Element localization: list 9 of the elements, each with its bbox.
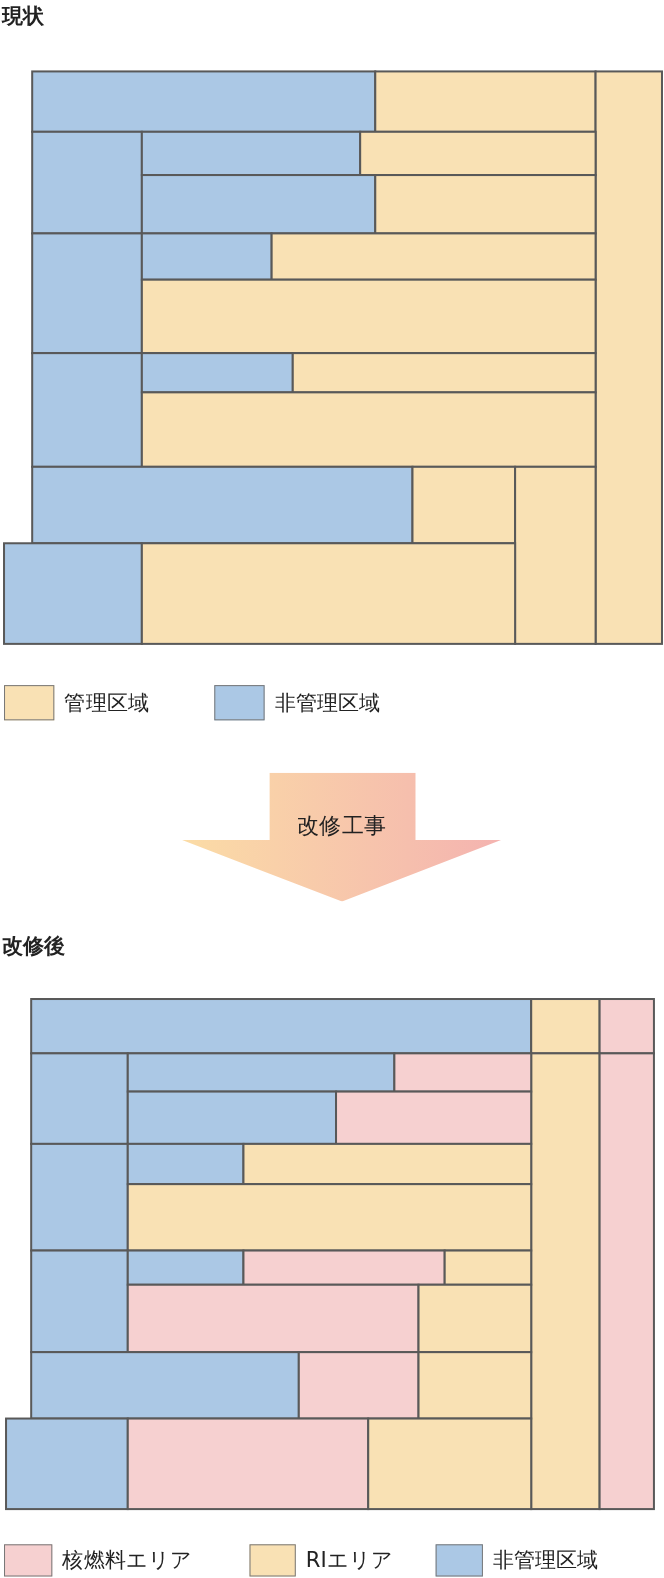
legend-label: 非管理区域 — [274, 689, 381, 717]
legend-label: 核燃料エリア — [62, 1547, 193, 1575]
arrow-label: 改修工事 — [296, 811, 387, 841]
section-heading: 現状 — [2, 3, 45, 31]
block-arrow — [182, 772, 501, 902]
section-heading: 改修後 — [2, 932, 66, 960]
legend-label: 非管理区域 — [492, 1547, 599, 1575]
legend-label: RIエリア — [305, 1547, 394, 1575]
legend-label: 管理区域 — [64, 689, 149, 717]
